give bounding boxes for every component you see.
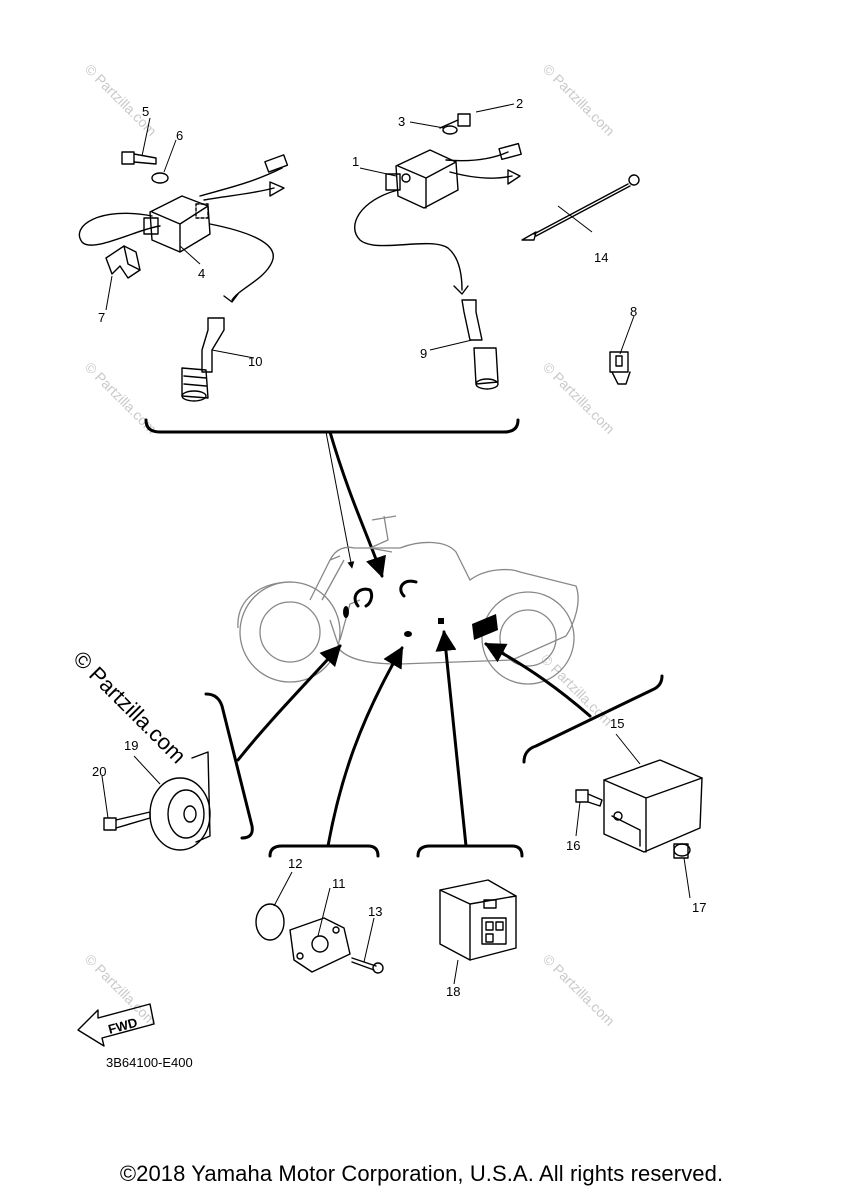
bracket-relay bbox=[416, 844, 524, 858]
bracket-top bbox=[144, 418, 520, 434]
callout-6: 6 bbox=[176, 128, 183, 143]
callout-14: 14 bbox=[594, 250, 608, 265]
bracket-sensor bbox=[268, 844, 380, 858]
callout-7: 7 bbox=[98, 310, 105, 325]
callout-12: 12 bbox=[288, 856, 302, 871]
callout-2: 2 bbox=[516, 96, 523, 111]
fwd-arrow-icon: FWD bbox=[77, 1003, 155, 1047]
watermark-bottom-right: © Partzilla.com bbox=[540, 951, 618, 1029]
callout-1: 1 bbox=[352, 154, 359, 169]
watermark-top-right: © Partzilla.com bbox=[540, 61, 618, 139]
copyright-notice: ©2018 Yamaha Motor Corporation, U.S.A. A… bbox=[119, 1161, 724, 1186]
callout-16: 16 bbox=[566, 838, 580, 853]
coil-right-group bbox=[354, 113, 640, 390]
callout-9: 9 bbox=[420, 346, 427, 361]
callout-18: 18 bbox=[446, 984, 460, 999]
watermark-mid-right: © Partzilla.com bbox=[540, 359, 618, 437]
watermark-bottom-left: © Partzilla.com bbox=[82, 951, 160, 1029]
callout-13: 13 bbox=[368, 904, 382, 919]
callout-8: 8 bbox=[630, 304, 637, 319]
watermark-lower-mid: © Partzilla.com bbox=[538, 651, 616, 729]
bike-location-marks bbox=[343, 579, 498, 640]
leader-lines bbox=[101, 103, 691, 985]
rectifier-group bbox=[575, 759, 703, 859]
callout-10: 10 bbox=[248, 354, 262, 369]
callout-15: 15 bbox=[610, 716, 624, 731]
callout-3: 3 bbox=[398, 114, 405, 129]
callout-4: 4 bbox=[198, 266, 205, 281]
diagram-code: 3B64100-E400 bbox=[106, 1055, 193, 1070]
callout-labels: 1 2 3 4 5 6 7 8 9 10 11 12 13 14 15 16 1… bbox=[92, 96, 706, 999]
coil-left-group bbox=[78, 151, 289, 402]
horn-group bbox=[103, 751, 211, 851]
callout-20: 20 bbox=[92, 764, 106, 779]
bracket-horn bbox=[204, 692, 254, 840]
relay-group bbox=[439, 879, 517, 961]
callout-19: 19 bbox=[124, 738, 138, 753]
callout-11: 11 bbox=[332, 876, 346, 891]
sensor-group bbox=[255, 903, 384, 974]
motorcycle-outline bbox=[237, 515, 579, 685]
callout-17: 17 bbox=[692, 900, 706, 915]
bracket-rectifier bbox=[522, 674, 664, 764]
fwd-label: FWD bbox=[106, 1015, 138, 1037]
callout-5: 5 bbox=[142, 104, 149, 119]
